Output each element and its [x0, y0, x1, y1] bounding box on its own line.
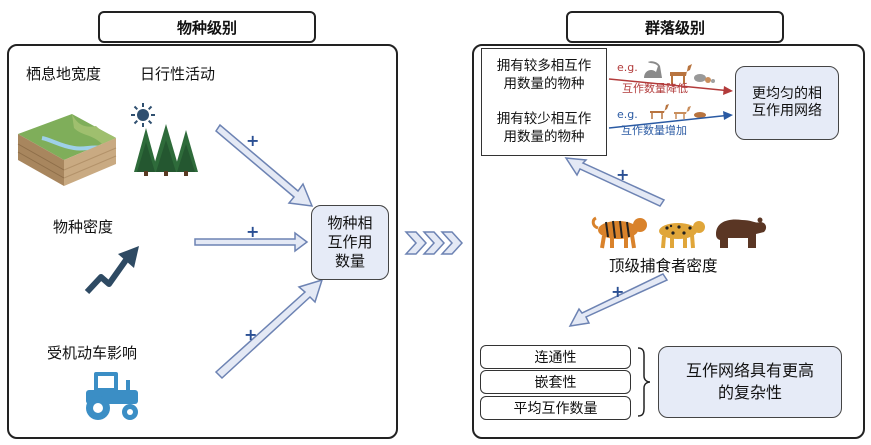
diel-activity-label: 日行性活动	[140, 65, 216, 83]
more-species-line-2: 用数量的物种	[503, 76, 585, 92]
central-line-1: 物种相	[327, 214, 373, 233]
species-interaction-count-node: 物种相 互作用 数量	[311, 205, 389, 280]
tiger-icon	[591, 216, 647, 249]
arrow-density-to-central	[194, 231, 309, 253]
species-level-title: 物种级别	[98, 11, 316, 43]
bear-icon	[716, 217, 767, 248]
complexity-line-1: 互作网络具有更高	[685, 361, 814, 381]
community-level-title: 群落级别	[566, 11, 784, 43]
plus-sign-lower: +	[244, 325, 258, 344]
even-network-line-2: 互作用网络	[752, 103, 822, 119]
more-species-line-1: 拥有较多相互作	[496, 58, 592, 75]
animals-group-small-icon	[650, 104, 706, 119]
jaguar-icon	[659, 221, 705, 249]
even-network-line-1: 更均匀的相	[752, 85, 822, 102]
decrease-label: 互作数量降低	[622, 82, 688, 95]
eg-label-increase: e.g.	[617, 108, 638, 121]
mean-interaction-count-box: 平均互作数量	[480, 396, 631, 420]
more-interactions-species-box: 拥有较多相互作 用数量的物种	[481, 48, 607, 104]
complexity-line-2: 的复杂性	[717, 383, 782, 402]
plus-sign-predator-upper: +	[616, 165, 630, 184]
arrow-vehicle-to-central	[214, 278, 324, 380]
fewer-species-line-1: 拥有较少相互作	[496, 110, 592, 127]
central-line-2: 互作用	[327, 233, 373, 252]
habitat-width-label: 栖息地宽度	[26, 65, 102, 83]
central-line-3: 数量	[334, 251, 365, 270]
fewer-interactions-species-box: 拥有较少相互作 用数量的物种	[481, 102, 607, 156]
bracket-icon	[637, 347, 651, 417]
species-density-label: 物种密度	[53, 218, 114, 236]
sun-icon	[131, 103, 155, 127]
tractor-icon	[86, 372, 138, 420]
terrain-icon	[17, 114, 117, 186]
chevrons-icon	[404, 231, 464, 255]
plus-sign-middle: +	[246, 222, 260, 241]
eg-label-decrease: e.g.	[617, 61, 638, 74]
animals-group-icon	[644, 61, 715, 84]
trees-icon	[134, 124, 198, 176]
increase-label: 互作数量增加	[621, 124, 687, 137]
higher-complexity-node: 互作网络具有更高 的复杂性	[658, 346, 842, 418]
nestedness-box: 嵌套性	[480, 370, 631, 394]
vehicle-impact-label: 受机动车影响	[47, 344, 138, 362]
arrow-predator-to-metrics	[568, 273, 669, 327]
trend-up-icon	[84, 246, 139, 295]
connectivity-box: 连通性	[480, 345, 631, 369]
fewer-species-line-2: 用数量的物种	[503, 128, 585, 145]
plus-sign-predator-lower: +	[611, 282, 625, 301]
plus-sign-upper: +	[246, 131, 260, 150]
arrow-habitat-to-central	[215, 123, 314, 207]
top-predator-density-label: 顶级捕食者密度	[609, 257, 718, 275]
more-even-network-node: 更均匀的相 互作用网络	[735, 66, 839, 140]
arrow-predator-to-species	[564, 157, 666, 207]
